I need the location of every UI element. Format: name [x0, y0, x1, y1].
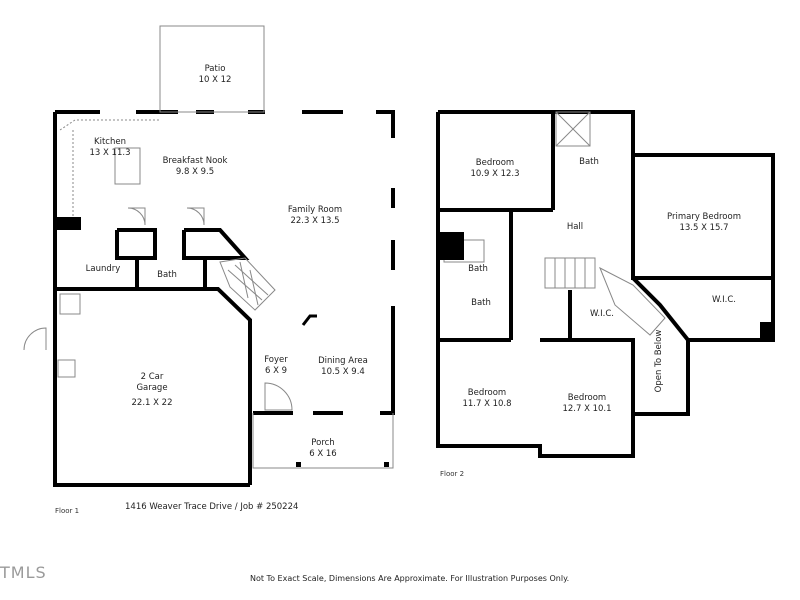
room-bath-f1: Bath	[157, 270, 177, 280]
room-porch: Porch 6 X 16	[309, 438, 337, 460]
address-caption: 1416 Weaver Trace Drive / Job # 250224	[125, 502, 299, 512]
room-open-to-below: Open To Below	[654, 329, 664, 393]
room-family-room: Family Room 22.3 X 13.5	[287, 205, 343, 227]
room-bath-f2-a: Bath	[468, 264, 488, 274]
room-breakfast-nook: Breakfast Nook 9.8 X 9.5	[162, 156, 228, 178]
mls-watermark: TMLS	[0, 563, 47, 582]
floor-1-label: Floor 1	[55, 507, 80, 515]
room-wic-primary: W.I.C.	[712, 295, 736, 305]
room-bedroom-3: Bedroom 12.7 X 10.1	[562, 393, 612, 415]
floor-2-thin-lines	[443, 111, 666, 336]
floor-2-walls	[436, 110, 775, 458]
room-bedroom-1: Bedroom 10.9 X 12.3	[470, 158, 520, 180]
room-patio: Patio 10 X 12	[198, 64, 232, 86]
room-wic-small: W.I.C.	[590, 309, 614, 319]
room-garage: 2 Car Garage 22.1 X 22	[131, 372, 173, 408]
floor-2-label: Floor 2	[440, 470, 465, 478]
room-dining-area: Dining Area 10.5 X 9.4	[318, 356, 368, 378]
room-hall: Hall	[566, 222, 584, 232]
room-kitchen: Kitchen 13 X 11.3	[89, 137, 131, 159]
floor-1-thin-lines	[23, 25, 394, 469]
room-laundry: Laundry	[85, 264, 121, 274]
room-foyer: Foyer 6 X 9	[264, 355, 288, 377]
room-bedroom-2: Bedroom 11.7 X 10.8	[462, 388, 512, 410]
disclaimer: Not To Exact Scale, Dimensions Are Appro…	[250, 574, 570, 583]
room-primary-bedroom: Primary Bedroom 13.5 X 15.7	[667, 212, 741, 234]
room-bath-f2-b: Bath	[471, 298, 491, 308]
room-bath-f2-main: Bath	[579, 157, 599, 167]
